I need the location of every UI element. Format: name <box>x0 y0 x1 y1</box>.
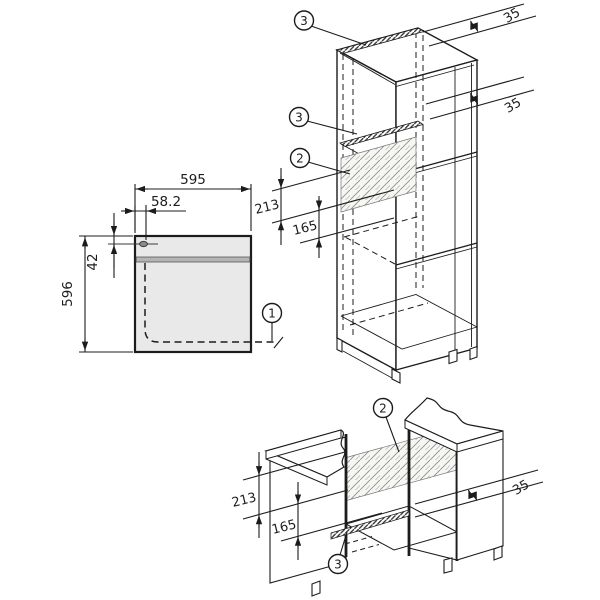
dim-width-label: 595 <box>180 172 206 188</box>
left-worktop-edge-front <box>265 429 342 460</box>
front-view-diagram: 1 595 58.2 596 <box>60 172 284 354</box>
shelf-vent-strip-hatch <box>339 120 424 147</box>
control-panel-band <box>135 256 251 263</box>
right-cabinet-front-face <box>456 433 504 561</box>
cabinet-front-opening <box>395 59 478 371</box>
door-outline-dashed <box>144 263 277 343</box>
dim-vent-clearance-label: 165 <box>291 218 319 239</box>
floor-vent-strip-hatch <box>330 509 410 540</box>
appliance-front-face <box>133 234 253 354</box>
dim-niche-height-label: 213 <box>253 197 281 218</box>
callout-2-base-label: 2 <box>379 401 387 415</box>
callout-3-base-circle <box>327 553 349 575</box>
dim-height-label: 596 <box>60 281 76 307</box>
callout-2-circle <box>289 147 311 169</box>
left-cabinet-foot <box>311 580 321 597</box>
callout-3-base-label: 3 <box>334 557 342 571</box>
right-worktop-edge-front <box>456 430 504 453</box>
dim-gap-top-35 <box>422 3 537 47</box>
right-worktop-top <box>404 397 504 445</box>
dim-niche-213 <box>271 168 395 258</box>
dim-top-clearance-label: 42 <box>85 253 101 270</box>
callout-1-circle <box>261 302 283 324</box>
callout-3-top-label: 3 <box>300 14 308 28</box>
dim-gap-shelf-35 <box>425 76 535 120</box>
dim-gap-top-label: 35 <box>501 5 523 26</box>
base-cabinet-diagram: 2 3 213 165 35 <box>230 397 544 597</box>
callout-3-shelf-label: 3 <box>295 110 303 124</box>
callout-3-top-circle <box>293 10 315 31</box>
dim-gap-shelf-label: 35 <box>502 95 524 116</box>
back-cutout-hatch <box>340 136 417 213</box>
dim-height-596 <box>79 235 133 353</box>
dim-back-gap-label: 35 <box>510 477 532 498</box>
dim-back-gap-35 <box>414 469 544 518</box>
dim-offset-58-2 <box>121 205 186 240</box>
callout-3-shelf-circle <box>288 106 310 128</box>
tall-cabinet-diagram: 3 3 2 213 165 35 <box>253 3 537 384</box>
dim-niche-base <box>242 451 383 560</box>
callout-1-label: 1 <box>268 306 276 320</box>
dim-offset-label: 58.2 <box>151 194 181 210</box>
dim-vent-clearance-base-label: 165 <box>270 517 298 538</box>
cable-entry-point <box>139 240 148 248</box>
leader-end-tick <box>273 336 284 349</box>
callout-2-base-circle <box>372 397 394 419</box>
callout-2-label: 2 <box>296 151 304 165</box>
dim-niche-height-base-label: 213 <box>230 490 258 511</box>
